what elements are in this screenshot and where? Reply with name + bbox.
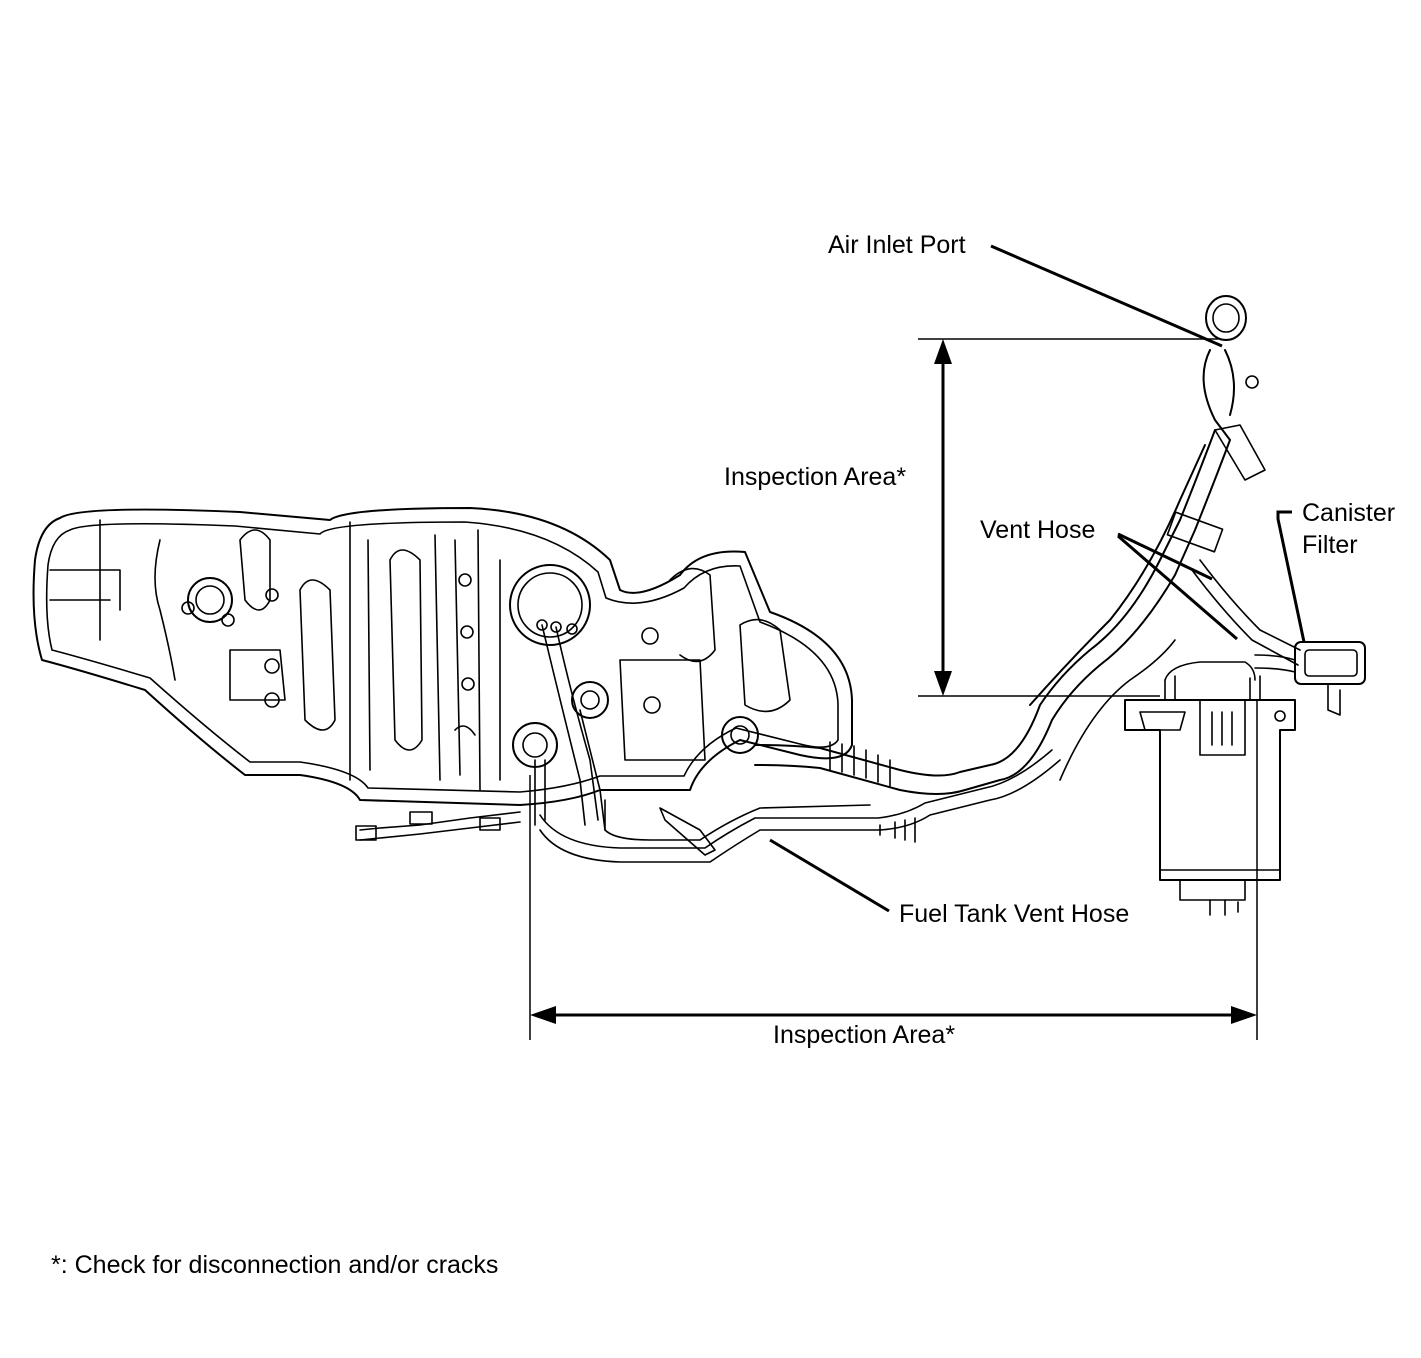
inspection-dimension-horizontal	[529, 700, 1258, 1040]
fuel-tank-vent-hose	[539, 749, 1061, 863]
air-inlet-port-label: Air Inlet Port	[828, 231, 966, 259]
footnote: *: Check for disconnection and/or cracks	[51, 1251, 499, 1279]
leader-lines	[769, 244, 1306, 913]
filler-pipes	[754, 295, 1301, 795]
inspection-area-vertical-label: Inspection Area*	[724, 463, 907, 491]
fuel-tank	[32, 507, 853, 806]
canister	[1124, 661, 1296, 916]
canister-filter	[1254, 641, 1366, 716]
inspection-area-horizontal-label: Inspection Area*	[773, 1021, 956, 1049]
vent-hose-label: Vent Hose	[980, 516, 1096, 544]
pump-lines	[534, 624, 606, 831]
inspection-dimension-vertical	[918, 338, 1218, 697]
canister-filter-label-line2: Filter	[1302, 531, 1358, 559]
canister-filter-label-line1: Canister	[1302, 499, 1396, 527]
wiring-harness	[355, 811, 521, 841]
fuel-tank-vent-hose-label: Fuel Tank Vent Hose	[899, 900, 1130, 928]
